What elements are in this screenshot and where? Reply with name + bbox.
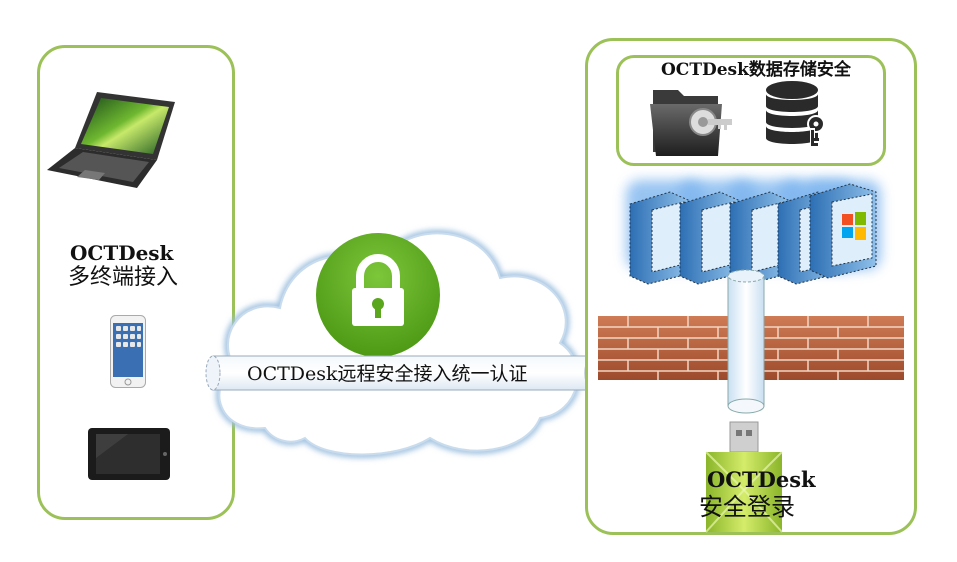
database-key-icon: [766, 81, 825, 146]
lock-icon: [316, 233, 440, 357]
terminal-title: OCTDesk: [70, 241, 174, 265]
authentication-label: OCTDesk远程安全接入统一认证: [247, 363, 528, 385]
laptop-icon: [47, 92, 175, 188]
secure-tunnel: [205, 355, 598, 391]
vertical-tunnel: [727, 269, 765, 414]
usb-key-icon: [705, 421, 783, 533]
terminal-subtitle: 多终端接入: [68, 265, 179, 290]
tablet-icon: [88, 428, 170, 480]
server-cluster-icon: [626, 180, 881, 285]
smartphone-icon: [110, 315, 146, 388]
storage-title: OCTDesk数据存储安全: [661, 60, 851, 80]
secure-login-subtitle: 安全登录: [699, 493, 795, 521]
key-folder-icon: [650, 90, 732, 156]
secure-login-title: OCTDesk: [707, 467, 816, 492]
